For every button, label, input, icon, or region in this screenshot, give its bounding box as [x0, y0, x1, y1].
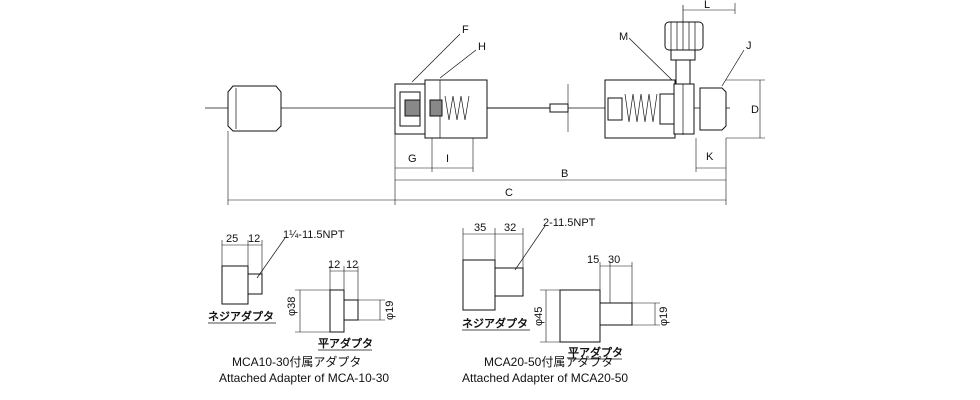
screw-adapter-10-30	[221, 265, 249, 305]
label-F: F	[462, 24, 469, 36]
adapter-mca20-50: 35 32 2-11.5NPT ネジアダプタ 15 30 φ45 φ19 平アダ…	[462, 217, 670, 385]
label-K: K	[706, 151, 714, 163]
flat-adapter-10-30	[329, 289, 345, 333]
label-J: J	[746, 40, 752, 52]
phi-large-20-50: φ45	[533, 307, 545, 326]
main-assembly-view: F H M J L D G I K B C	[205, 0, 765, 205]
thread-10-30: 1¼-11.5NPT	[283, 229, 345, 241]
dim-10-30-d2: 12	[248, 233, 260, 245]
phi-small-10-30: φ19	[384, 301, 396, 320]
label-L: L	[704, 0, 710, 11]
screw-label-20-50: ネジアダプタ	[462, 316, 528, 330]
spring-right	[624, 93, 658, 123]
label-M: M	[619, 31, 628, 43]
end-cap-right	[699, 87, 727, 131]
label-G: G	[408, 153, 417, 165]
caption-en-10-30: Attached Adapter of MCA-10-30	[219, 371, 389, 385]
caption-jp-10-30: MCA10-30付属アダプタ	[232, 354, 361, 369]
phi-large-10-30: φ38	[286, 297, 298, 316]
dim-10-30-d1: 25	[226, 233, 238, 245]
dim-10-30-d4: 12	[346, 259, 358, 271]
dim-20-50-d3: 15	[587, 254, 599, 266]
label-H: H	[478, 41, 486, 53]
label-B: B	[561, 168, 568, 180]
connecting-rod-end	[549, 103, 569, 113]
dim-20-50-d1: 35	[474, 222, 486, 234]
flat-label-20-50: 平アダプタ	[568, 345, 623, 359]
flat-adapter-20-50	[559, 289, 601, 343]
flat-label-10-30: 平アダプタ	[318, 336, 373, 350]
caption-jp-20-50: MCA20-50付属アダプタ	[484, 354, 613, 369]
spring-left	[444, 95, 470, 121]
label-C: C	[505, 187, 513, 199]
adjust-knob	[664, 5, 704, 135]
adapter-mca10-30: 25 12 1¼-11.5NPT ネジアダプタ 12 12 φ38 φ19 平ア…	[208, 229, 396, 385]
dim-20-50-d2: 32	[504, 222, 516, 234]
mount-flange	[673, 83, 695, 135]
thread-20-50: 2-11.5NPT	[543, 217, 596, 229]
caption-en-20-50: Attached Adapter of MCA20-50	[462, 371, 628, 385]
phi-small-20-50: φ19	[658, 307, 670, 326]
dim-10-30-d3: 12	[328, 259, 340, 271]
label-I: I	[446, 153, 449, 165]
dim-20-50-d4: 30	[608, 254, 620, 266]
label-D: D	[751, 104, 759, 116]
screw-adapter-20-50	[462, 259, 496, 311]
end-cap-left	[227, 85, 282, 132]
screw-label-10-30: ネジアダプタ	[208, 309, 274, 323]
